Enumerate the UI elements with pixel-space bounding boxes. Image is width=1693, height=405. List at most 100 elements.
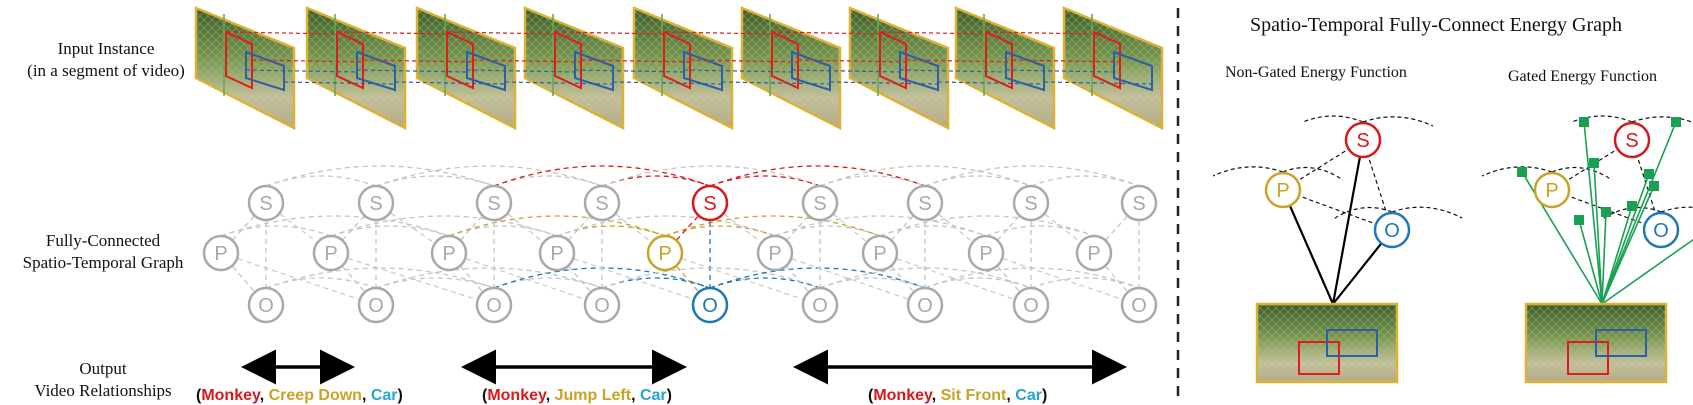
object-node-2: O bbox=[357, 286, 395, 324]
object-box bbox=[1005, 50, 1045, 92]
temporal-edge bbox=[664, 215, 881, 237]
gated-edge bbox=[1593, 162, 1603, 305]
energy-object-node-letter: O bbox=[1653, 220, 1669, 242]
temporal-edge bbox=[1030, 277, 1140, 289]
link-object bbox=[356, 69, 468, 73]
energy-predicate-node: P bbox=[1533, 171, 1571, 209]
temporal-arc bbox=[1302, 115, 1364, 123]
predicate-node-9: P bbox=[1075, 234, 1113, 272]
gate-square bbox=[1644, 169, 1654, 179]
object-node-5-letter: O bbox=[702, 295, 718, 317]
video-frame-8 bbox=[954, 6, 1056, 131]
subject-node-7-letter: S bbox=[918, 193, 931, 215]
energy-object-node-letter: O bbox=[1384, 220, 1400, 242]
temporal-edge bbox=[924, 175, 1032, 187]
link-subject bbox=[879, 31, 987, 35]
temporal-arc bbox=[1331, 206, 1393, 221]
cross-edge bbox=[220, 252, 377, 306]
gate-square bbox=[1574, 215, 1584, 225]
temporal-edge bbox=[448, 225, 558, 237]
subject-box bbox=[1093, 30, 1121, 90]
video-frame-5 bbox=[632, 6, 734, 131]
temporal-arc bbox=[1391, 206, 1463, 219]
temporal-edge bbox=[819, 165, 1032, 187]
temporal-edge bbox=[985, 225, 1095, 237]
temporal-arc bbox=[1551, 166, 1613, 181]
energy-graph-title: Spatio-Temporal Fully-Connect Energy Gra… bbox=[1250, 14, 1623, 36]
predicate-node-8: P bbox=[967, 234, 1005, 272]
link-subject bbox=[905, 59, 1013, 63]
link-object bbox=[245, 69, 358, 73]
temporal-edge bbox=[493, 277, 603, 289]
output-label: Output Video Relationships bbox=[34, 359, 172, 400]
temporal-edge bbox=[375, 165, 603, 187]
subject-box bbox=[554, 30, 582, 90]
temporal-arc bbox=[1212, 166, 1284, 177]
subject-node-2: S bbox=[357, 184, 395, 222]
predicate-node-8-letter: P bbox=[979, 243, 992, 265]
temporal-arc bbox=[1631, 116, 1693, 124]
subject-box bbox=[1298, 341, 1340, 375]
link-subject bbox=[225, 31, 338, 35]
cross-edge bbox=[448, 252, 603, 306]
object-box bbox=[356, 50, 396, 92]
gated-panel: SPO bbox=[1481, 115, 1693, 384]
temporal-edge bbox=[819, 175, 926, 187]
temporal-edge bbox=[265, 267, 495, 289]
subject-box bbox=[771, 30, 799, 90]
subject-node-5: S bbox=[691, 184, 729, 222]
temporal-edge bbox=[375, 175, 495, 187]
temporal-edge bbox=[375, 267, 603, 289]
temporal-edge bbox=[265, 175, 377, 187]
energy-subject-node: S bbox=[1344, 121, 1382, 159]
temporal-edge bbox=[220, 215, 450, 237]
graph-label: Fully-Connected Spatio-Temporal Graph bbox=[22, 231, 184, 272]
subject-node-1: S bbox=[247, 184, 285, 222]
energy-object-node: O bbox=[1642, 211, 1680, 249]
gate-square bbox=[1589, 158, 1599, 168]
object-node-1: O bbox=[247, 286, 285, 324]
temporal-edge bbox=[601, 165, 821, 187]
object-box bbox=[466, 50, 506, 92]
subject-node-9-letter: S bbox=[1132, 193, 1145, 215]
predicate-node-5: P bbox=[646, 234, 684, 272]
predicate-node-7-letter: P bbox=[873, 243, 886, 265]
temporal-arc bbox=[1282, 166, 1344, 181]
non-gated-panel: SPO bbox=[1212, 115, 1463, 384]
object-box bbox=[1326, 329, 1378, 357]
gate-square bbox=[1601, 207, 1611, 217]
subject-node-7: S bbox=[906, 184, 944, 222]
predicate-node-6-letter: P bbox=[768, 243, 781, 265]
subject-node-1-letter: S bbox=[259, 193, 272, 215]
temporal-edge bbox=[493, 175, 603, 187]
temporal-edge bbox=[265, 277, 377, 289]
temporal-edge bbox=[819, 267, 1032, 289]
object-box bbox=[683, 50, 723, 92]
video-frame-3 bbox=[415, 6, 517, 131]
video-frame-6 bbox=[740, 6, 842, 131]
link-object bbox=[283, 81, 396, 85]
subject-node-6-letter: S bbox=[813, 193, 826, 215]
object-box bbox=[1113, 50, 1153, 92]
subject-node-8: S bbox=[1012, 184, 1050, 222]
temporal-edge bbox=[664, 225, 776, 237]
link-object bbox=[394, 81, 506, 85]
temporal-edge bbox=[601, 267, 821, 289]
object-box bbox=[1595, 329, 1647, 357]
temporal-edge bbox=[924, 165, 1140, 187]
gated-edge bbox=[1601, 238, 1693, 305]
gated-edge bbox=[1601, 185, 1655, 305]
temporal-edge bbox=[774, 225, 881, 237]
gated-edge bbox=[1601, 173, 1650, 305]
link-subject bbox=[362, 59, 474, 63]
object-node-8-letter: O bbox=[1023, 295, 1039, 317]
predicate-node-3: P bbox=[430, 234, 468, 272]
object-node-4-letter: O bbox=[594, 295, 610, 317]
gated-title: Gated Energy Function bbox=[1508, 68, 1658, 85]
subject-node-3-letter: S bbox=[487, 193, 500, 215]
energy-edge bbox=[1281, 189, 1335, 305]
object-node-4: O bbox=[583, 286, 621, 324]
energy-predicate-node-letter: P bbox=[1545, 180, 1558, 202]
object-node-6-letter: O bbox=[812, 295, 828, 317]
